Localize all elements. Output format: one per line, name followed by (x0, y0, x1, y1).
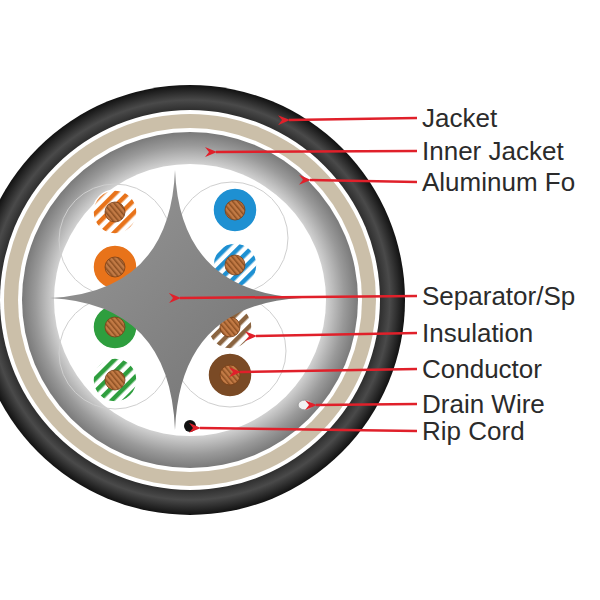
separator-spline (50, 170, 302, 430)
twisted-pairs (105, 370, 125, 390)
leader-line (316, 404, 417, 405)
twisted-pairs (105, 202, 125, 222)
jacket-layers (0, 85, 405, 515)
part-label: Rip Cord (422, 416, 525, 446)
leader-line (216, 151, 417, 152)
twisted-pairs (220, 365, 240, 385)
part-label: Conductor (422, 354, 542, 384)
leader-line (310, 180, 417, 182)
leader-line (240, 369, 417, 372)
twisted-pairs (225, 200, 245, 220)
jacket-layers (22, 132, 358, 468)
leader-line (200, 428, 417, 431)
part-label: Aluminum Fo (422, 167, 575, 197)
leader-lines (180, 118, 417, 431)
twisted-pairs (105, 317, 125, 337)
leader-line (180, 296, 417, 298)
rip-cord (184, 420, 196, 432)
twisted-pairs (93, 358, 137, 402)
drain-wire (298, 400, 312, 410)
twisted-pairs (93, 190, 137, 234)
twisted-pairs (213, 188, 257, 232)
leader-line (289, 118, 417, 120)
twisted-pairs (105, 257, 125, 277)
part-label: Insulation (422, 318, 533, 348)
part-label: Jacket (422, 103, 497, 133)
jacket-layers (0, 85, 405, 515)
twisted-pairs (225, 255, 245, 275)
part-label: Inner Jacket (422, 136, 564, 166)
jacket-layers (0, 110, 380, 490)
part-label: Drain Wire (422, 389, 545, 419)
part-label: Separator/Sp (422, 281, 575, 311)
twisted-pairs (208, 353, 252, 397)
leader-line (256, 333, 417, 336)
